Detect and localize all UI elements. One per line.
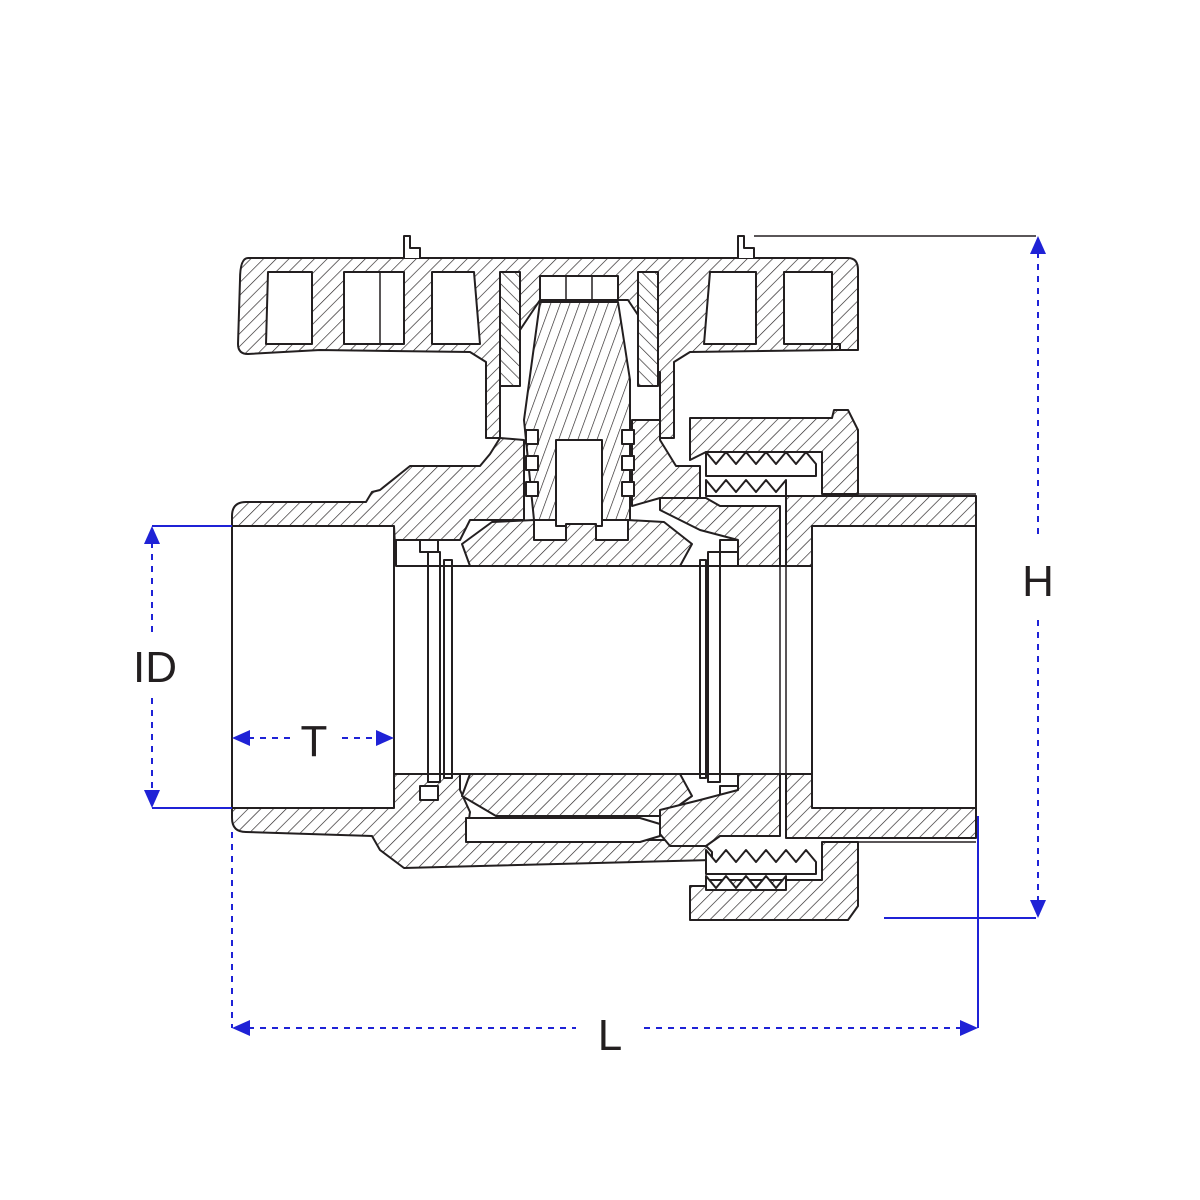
thread-bottom bbox=[705, 849, 817, 875]
body-upper-wall bbox=[231, 437, 525, 567]
ball bbox=[396, 519, 812, 817]
end-connector-upper bbox=[785, 495, 977, 567]
dimension-t-label: T bbox=[301, 717, 328, 766]
handle-tab bbox=[737, 235, 755, 258]
dimension-id: ID bbox=[133, 525, 232, 809]
dimension-id-label: ID bbox=[133, 643, 177, 692]
handle-tab bbox=[403, 235, 421, 258]
thread-top bbox=[705, 451, 817, 477]
carrier bbox=[659, 497, 781, 567]
dimension-h-label: H bbox=[1022, 557, 1054, 606]
seat-ring-right bbox=[707, 551, 721, 783]
stop-key bbox=[465, 817, 661, 843]
ball-top bbox=[461, 519, 693, 567]
handle-window bbox=[343, 271, 405, 345]
valve-body bbox=[231, 437, 713, 869]
arrow-down-icon bbox=[144, 790, 160, 808]
hub-slot bbox=[539, 275, 619, 301]
end-connector-lower bbox=[785, 773, 977, 839]
dimension-l-label: L bbox=[598, 1011, 622, 1060]
arrow-up-icon bbox=[1030, 236, 1046, 254]
handle-window bbox=[703, 271, 757, 345]
end-connector bbox=[779, 493, 977, 843]
ball-bottom bbox=[461, 773, 693, 817]
dimension-t: T bbox=[232, 717, 394, 766]
union-nut-top bbox=[689, 409, 859, 495]
union-nut-bottom bbox=[689, 841, 859, 921]
arrow-left-icon bbox=[232, 730, 250, 746]
union-nut bbox=[631, 409, 859, 921]
dimension-h: H bbox=[754, 235, 1054, 919]
arrow-left-icon bbox=[232, 1020, 250, 1036]
arrow-down-icon bbox=[1030, 900, 1046, 918]
arrow-right-icon bbox=[376, 730, 394, 746]
stem-bore bbox=[555, 439, 603, 527]
handle-window bbox=[431, 271, 481, 345]
seat-ring-left bbox=[427, 551, 441, 783]
arrow-up-icon bbox=[144, 526, 160, 544]
stem-seals bbox=[525, 429, 635, 497]
handle bbox=[237, 235, 859, 439]
dimension-l: L bbox=[231, 816, 979, 1060]
arrow-right-icon bbox=[960, 1020, 978, 1036]
stem bbox=[523, 301, 631, 527]
body-lower-wall bbox=[231, 773, 713, 869]
handle-window bbox=[265, 271, 313, 345]
